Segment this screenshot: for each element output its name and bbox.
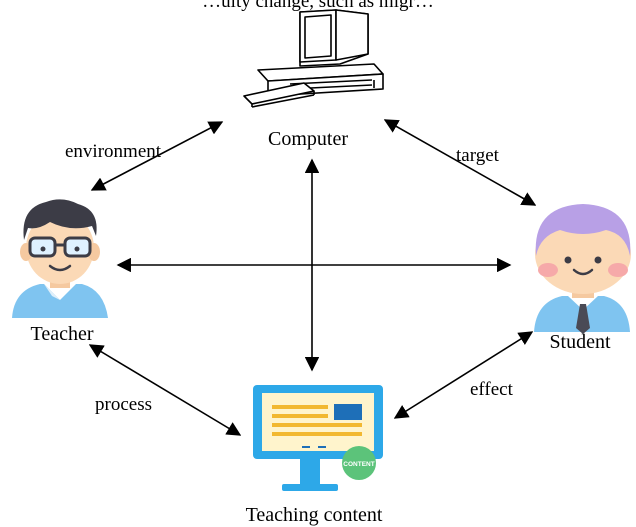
target-label: target bbox=[456, 145, 500, 166]
arrow-computer-teacher bbox=[90, 121, 224, 191]
teaching-content-icon: CONTENT bbox=[253, 385, 383, 491]
arrow-student-content bbox=[393, 331, 534, 419]
teacher-avatar bbox=[12, 199, 108, 318]
teaching-content-label: Teaching content bbox=[246, 504, 383, 526]
arrow-computer-student bbox=[383, 119, 537, 206]
student-label: Student bbox=[549, 331, 611, 353]
process-label: process bbox=[95, 394, 152, 415]
teacher-label: Teacher bbox=[31, 323, 94, 345]
arrow-teacher-content bbox=[88, 344, 242, 436]
content-badge-text: CONTENT bbox=[343, 461, 374, 468]
student-avatar bbox=[534, 204, 631, 334]
computer-icon bbox=[243, 9, 384, 108]
computer-label: Computer bbox=[268, 128, 348, 150]
effect-label: effect bbox=[470, 379, 514, 400]
environment-label: environment bbox=[65, 141, 162, 162]
cropped-caption-text: …ulty change, such as migr… bbox=[202, 0, 434, 12]
